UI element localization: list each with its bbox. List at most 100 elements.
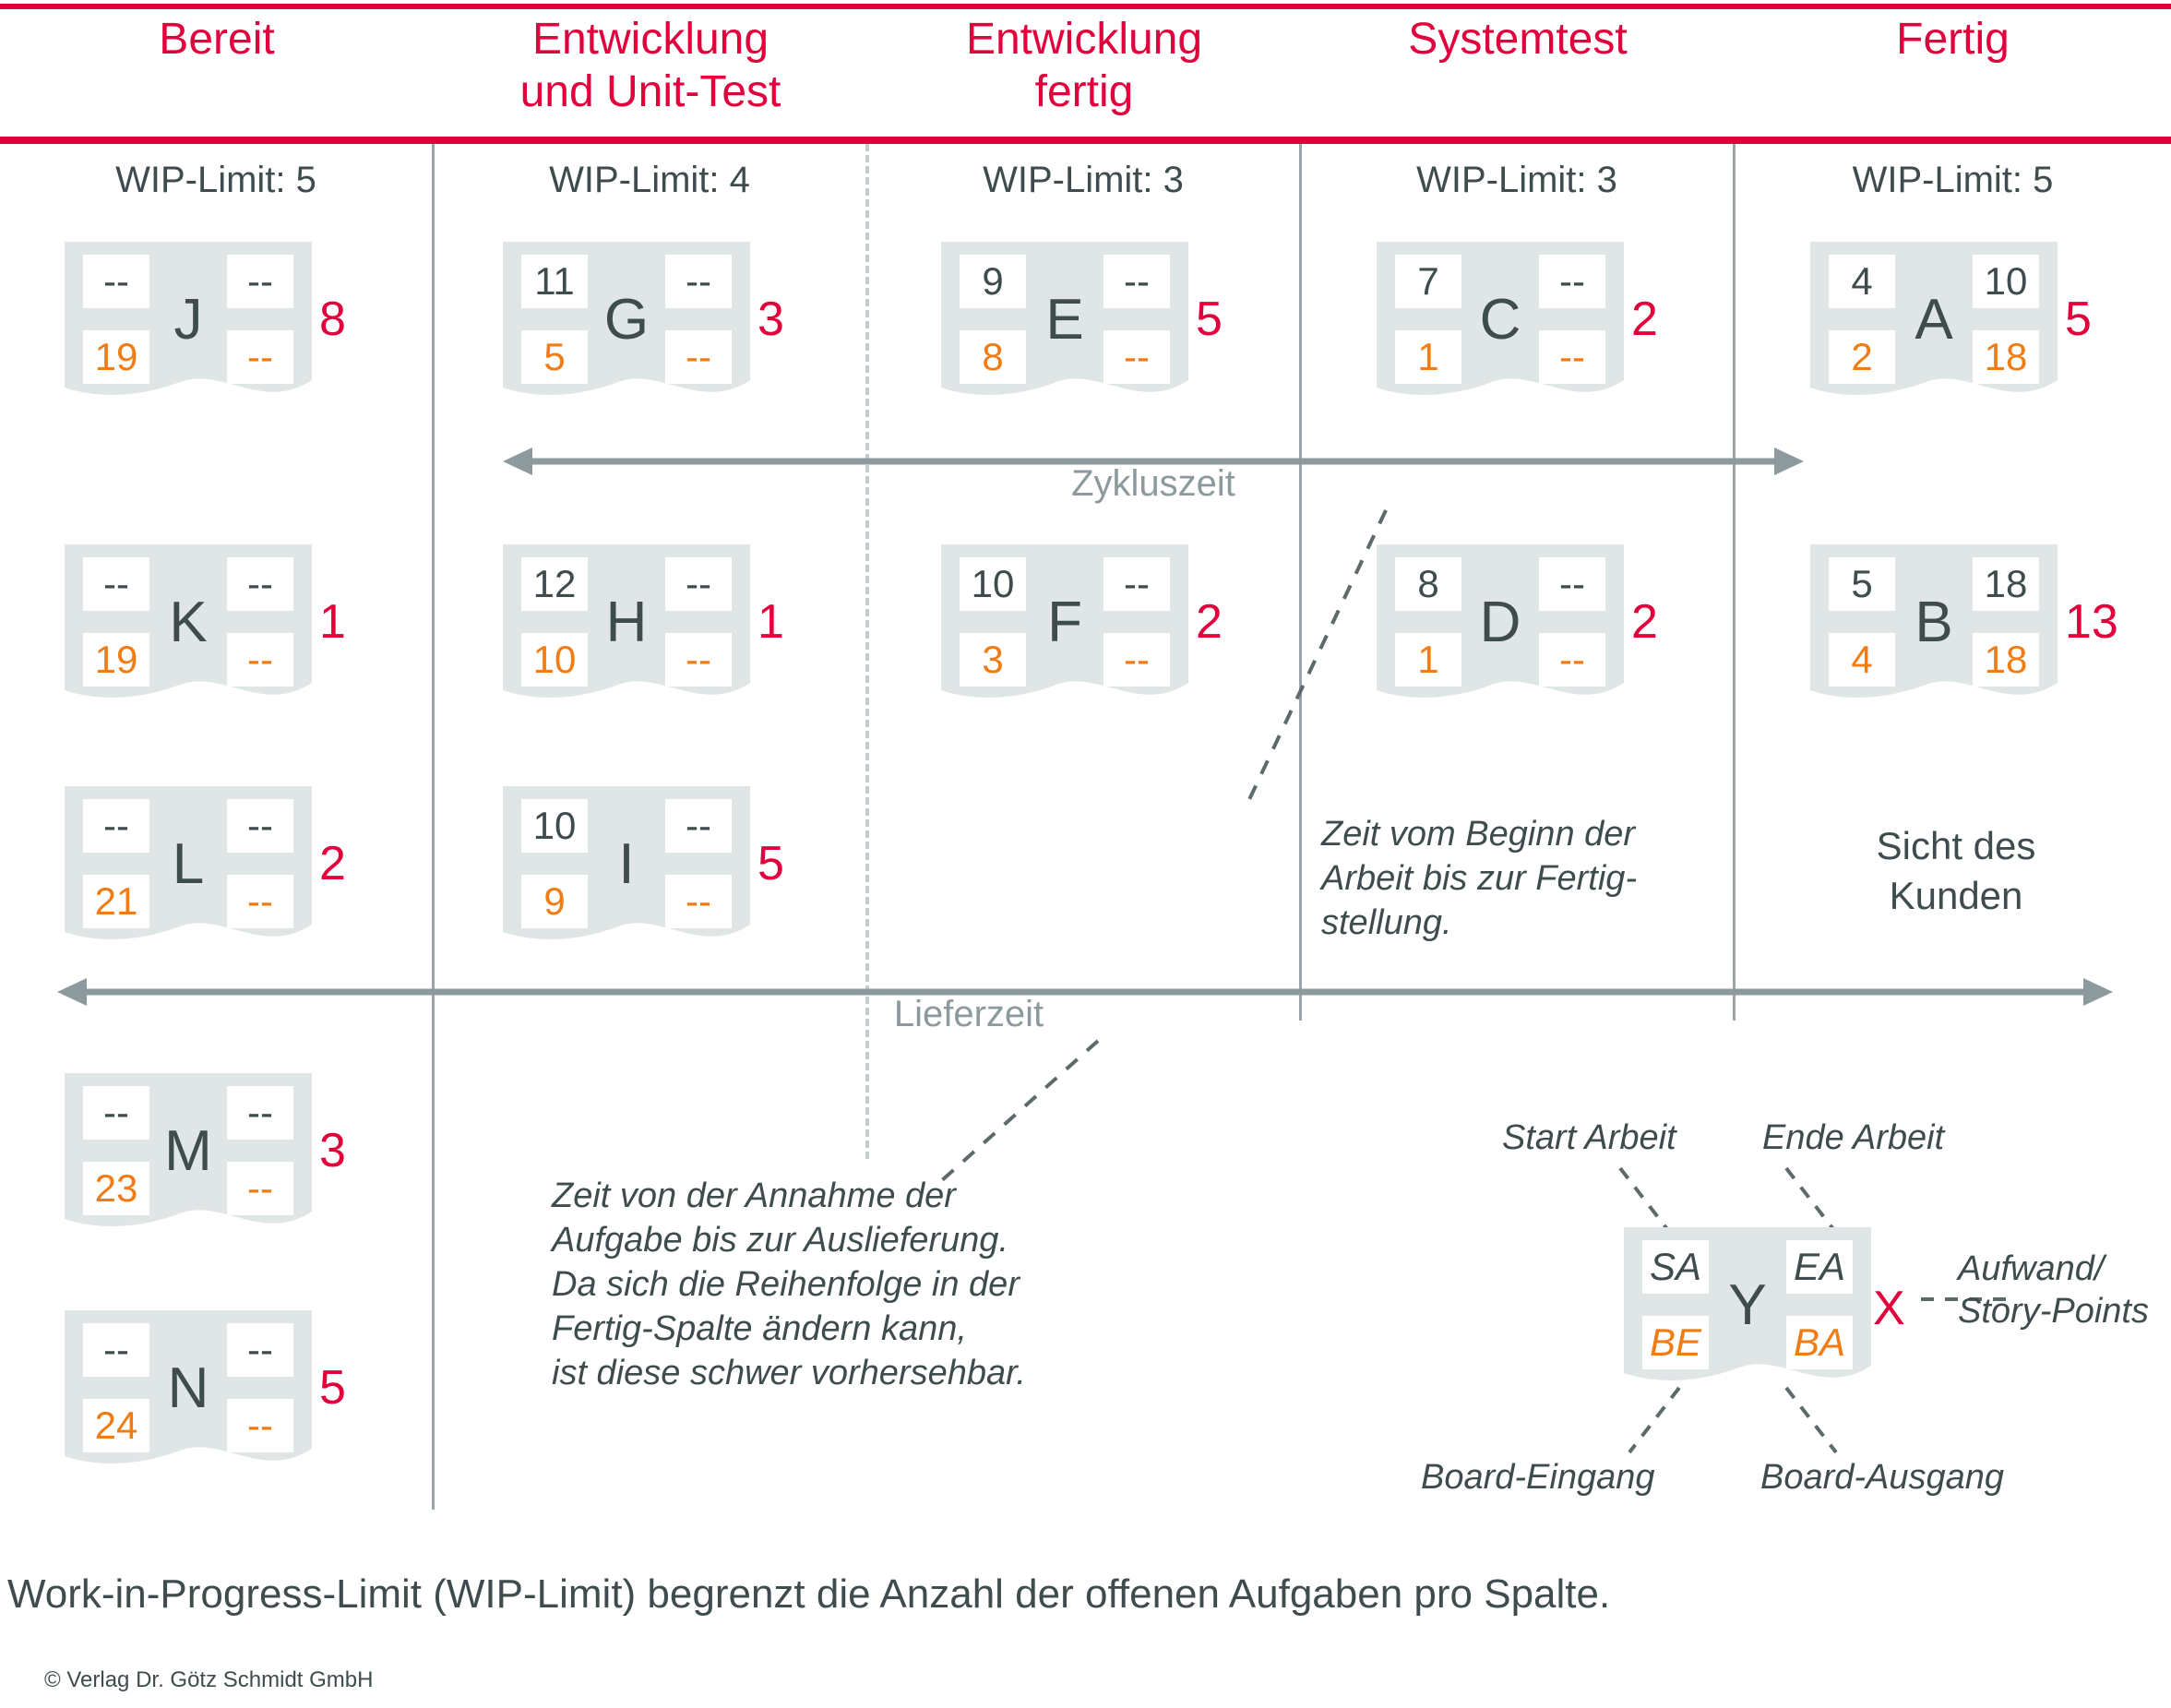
wip-limit-systemtest: WIP-Limit: 3 — [1416, 160, 1617, 200]
card-effort: 2 — [319, 837, 346, 890]
card-board-out: -- — [665, 330, 732, 384]
card-board-out: -- — [227, 330, 293, 384]
cycle-time-leader-line — [1227, 503, 1393, 817]
card-board-in: 2 — [1829, 330, 1895, 384]
column-title-systemtest: Systemtest — [1408, 15, 1628, 64]
card-end-work: 10 — [1973, 255, 2039, 308]
card-board-out: -- — [227, 1162, 293, 1215]
card-start-work: 10 — [521, 799, 588, 853]
note-line-2: Arbeit bis zur Fertig- — [1321, 859, 1638, 898]
card-end-work: 18 — [1973, 557, 2039, 611]
card-board-in: 10 — [521, 633, 588, 687]
card-board-out: -- — [1539, 330, 1605, 384]
header-rule-bottom — [0, 137, 2171, 144]
card-end-work: -- — [227, 255, 293, 308]
card-board-out: -- — [665, 633, 732, 687]
card-board-out: -- — [227, 875, 293, 928]
legend-end-work-leader — [1781, 1165, 1845, 1236]
card-start-work: 12 — [521, 557, 588, 611]
card-effort: 5 — [319, 1361, 346, 1415]
card-letter: L — [172, 831, 205, 896]
legend-start-work-label: Start Arbeit — [1502, 1118, 1676, 1157]
task-card-L[interactable]: -- -- 21 -- L 2 — [65, 786, 346, 941]
card-start-work: 11 — [521, 255, 588, 308]
card-end-work: -- — [227, 799, 293, 853]
copyright-notice: © Verlag Dr. Götz Schmidt GmbH — [44, 1667, 374, 1692]
card-start-work: -- — [83, 255, 149, 308]
column-separator-2-dashed — [865, 144, 869, 1159]
card-board-out: -- — [227, 1399, 293, 1452]
card-effort: 1 — [757, 595, 784, 649]
card-letter: I — [618, 831, 635, 896]
card-end-work: -- — [227, 1323, 293, 1377]
card-letter: F — [1047, 590, 1082, 654]
card-effort: 2 — [1631, 595, 1658, 649]
task-card-J[interactable]: -- -- 19 -- J 8 — [65, 242, 346, 397]
card-letter: G — [603, 287, 650, 352]
task-card-I[interactable]: 10 -- 9 -- I 5 — [503, 786, 784, 941]
card-letter: K — [169, 590, 208, 654]
column-title-line1: Entwicklung — [531, 15, 769, 64]
card-start-work: 7 — [1395, 255, 1461, 308]
legend-card: SA EA BE BA Y — [1624, 1227, 1871, 1382]
column-title-bereit: Bereit — [159, 15, 275, 64]
card-end-work: -- — [1103, 557, 1170, 611]
column-separator-3 — [1299, 144, 1302, 1021]
card-effort: 3 — [319, 1124, 346, 1177]
task-card-A[interactable]: 4 10 2 18 A 5 — [1810, 242, 2092, 397]
note-line-3: stellung. — [1321, 903, 1452, 942]
legend-board-in-label: Board-Eingang — [1421, 1458, 1655, 1497]
task-card-D[interactable]: 8 -- 1 -- D 2 — [1377, 544, 1658, 699]
task-card-K[interactable]: -- -- 19 -- K 1 — [65, 544, 346, 699]
customer-view-note: Sicht des Kunden — [1753, 821, 2159, 921]
legend-effort-value: X — [1873, 1282, 1905, 1335]
card-board-out: -- — [1103, 633, 1170, 687]
card-board-in: 1 — [1395, 330, 1461, 384]
card-board-in: 5 — [521, 330, 588, 384]
card-start-work: 8 — [1395, 557, 1461, 611]
legend-board-in-leader — [1624, 1384, 1688, 1456]
column-separator-4 — [1733, 144, 1736, 1021]
card-board-in: 9 — [521, 875, 588, 928]
column-title-entwicklung-unit-test: Entwicklung und Unit-Test — [434, 13, 867, 133]
note-line-5: ist diese schwer vorhersehbar. — [552, 1354, 1026, 1392]
task-card-N[interactable]: -- -- 24 -- N 5 — [65, 1310, 346, 1465]
task-card-E[interactable]: 9 -- 8 -- E 5 — [941, 242, 1223, 397]
lead-time-arrow — [57, 973, 2113, 1010]
column-title-line2: fertig — [1034, 67, 1134, 116]
column-separator-1 — [432, 144, 435, 1510]
task-card-M[interactable]: -- -- 23 -- M 3 — [65, 1073, 346, 1228]
card-board-out: -- — [1539, 633, 1605, 687]
card-end-work: -- — [1103, 255, 1170, 308]
card-start-work: 10 — [960, 557, 1026, 611]
legend-board-out-label: Board-Ausgang — [1760, 1458, 2005, 1497]
task-card-G[interactable]: 11 -- 5 -- G 3 — [503, 242, 784, 397]
cycle-time-arrow — [503, 443, 1804, 480]
task-card-C[interactable]: 7 -- 1 -- C 2 — [1377, 242, 1658, 397]
task-card-B[interactable]: 5 18 4 18 B 13 — [1810, 544, 2118, 699]
legend-effort-label: Aufwand/ Story-Points — [1958, 1248, 2171, 1332]
card-start-work: -- — [83, 1323, 149, 1377]
cycle-time-label: Zykluszeit — [1071, 463, 1235, 504]
lead-time-leader-line — [923, 1033, 1107, 1190]
legend-effort-line-1: Aufwand/ — [1958, 1249, 2105, 1288]
card-board-in: 8 — [960, 330, 1026, 384]
task-card-F[interactable]: 10 -- 3 -- F 2 — [941, 544, 1223, 699]
card-letter: C — [1479, 287, 1521, 352]
wip-limit-fertig: WIP-Limit: 5 — [1852, 160, 2054, 200]
card-end-work: -- — [1539, 255, 1605, 308]
note-line-2: Aufgabe bis zur Auslieferung. — [552, 1221, 1009, 1260]
card-effort: 2 — [1631, 293, 1658, 346]
card-effort: 2 — [1196, 595, 1223, 649]
note-line-4: Fertig-Spalte ändern kann, — [552, 1309, 967, 1348]
card-end-work: -- — [227, 557, 293, 611]
wip-limit-entwicklung: WIP-Limit: 4 — [549, 160, 750, 200]
wip-limit-bereit: WIP-Limit: 5 — [115, 160, 316, 200]
task-card-H[interactable]: 12 -- 10 -- H 1 — [503, 544, 784, 699]
card-letter: D — [1479, 590, 1521, 654]
card-start-work: -- — [83, 1086, 149, 1140]
card-letter: H — [605, 590, 648, 654]
card-effort: 8 — [319, 293, 346, 346]
column-title-entwicklung-fertig: Entwicklung fertig — [867, 13, 1301, 133]
